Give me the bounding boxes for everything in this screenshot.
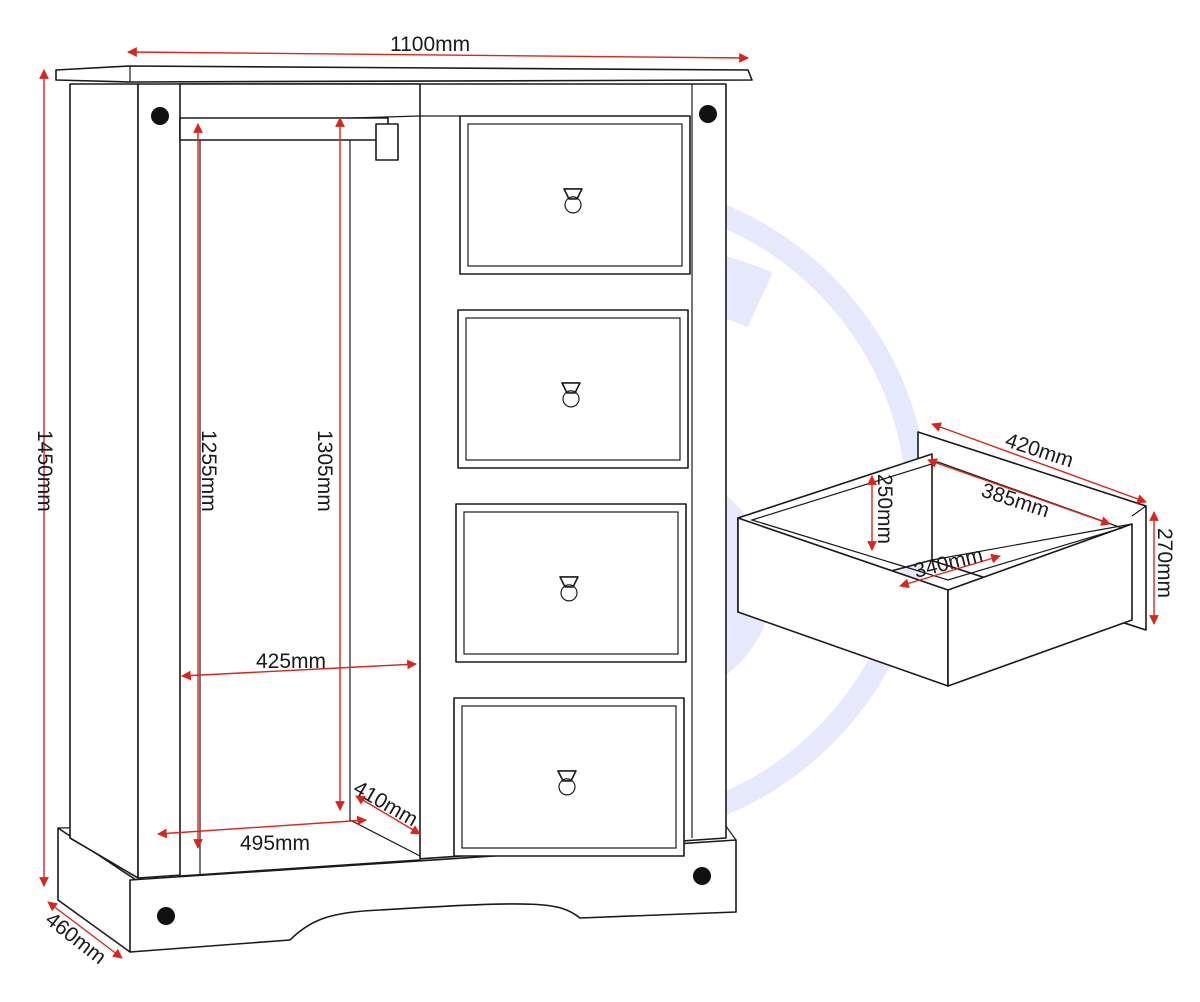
label-drawer-front-height: 270mm [1153,528,1176,598]
label-cabinet-width: 1100mm [390,33,470,56]
open-drawer [737,431,1147,687]
drawer-front[interactable] [457,309,689,469]
label-drawer-inner-height: 250mm [873,474,896,544]
handle-plate-icon [557,770,577,782]
bolt-cap-icon [157,907,175,925]
plinth-front [129,839,737,953]
ring-pull-handle-icon[interactable] [564,196,582,214]
handle-plate-icon [559,576,579,588]
ring-pull-handle-icon[interactable] [558,778,576,796]
dimension-lines [39,47,1159,959]
drawer-panel-inset [463,511,679,655]
label-cabinet-height: 1450mm [33,430,56,512]
label-hanging-height: 1305mm [313,430,336,512]
hanging-rail [179,117,389,141]
handle-plate-icon [563,188,583,200]
drawer-panel-inset [465,317,681,461]
drawer-front[interactable] [453,697,685,857]
drawer-panel-inset [467,123,683,267]
drawer-side-right [947,523,1133,687]
label-inner-width: 425mm [256,650,326,673]
cabinet-top [55,65,753,83]
drawer-panel-inset [461,705,677,849]
cabinet-side [69,83,139,879]
label-hanging-height-inner: 1255mm [197,430,220,512]
bolt-cap-icon [699,105,717,123]
drawer-front[interactable] [459,115,691,275]
ring-pull-handle-icon[interactable] [560,584,578,602]
ring-pull-handle-icon[interactable] [562,390,580,408]
bolt-cap-icon [151,107,169,125]
label-rail-width: 495mm [240,832,310,855]
drawer-front[interactable] [455,503,687,663]
handle-plate-icon [561,382,581,394]
bolt-cap-icon [693,867,711,885]
drawer-stack [453,115,691,857]
